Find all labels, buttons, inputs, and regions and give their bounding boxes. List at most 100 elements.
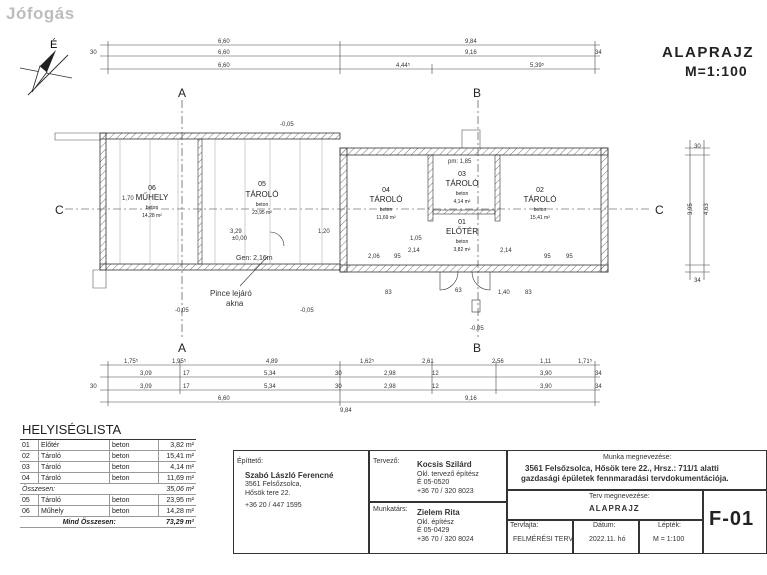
svg-text:3,09: 3,09 bbox=[140, 371, 152, 377]
side-dim-labels: 30 3,95 4,63 34 bbox=[688, 144, 710, 284]
watermark-logo: Jófogás bbox=[6, 4, 75, 23]
pince-leader bbox=[239, 255, 269, 287]
svg-text:02: 02 bbox=[536, 187, 544, 194]
svg-text:6,60: 6,60 bbox=[218, 50, 230, 56]
svg-text:03: 03 bbox=[458, 171, 466, 178]
svg-text:3,09: 3,09 bbox=[140, 384, 152, 390]
svg-text:3,82 m²: 3,82 m² bbox=[454, 247, 471, 253]
svg-text:23,95 m²: 23,95 m² bbox=[252, 210, 272, 216]
svg-text:TÁROLÓ: TÁROLÓ bbox=[246, 190, 279, 199]
left-building-grid bbox=[119, 139, 323, 264]
svg-text:-0,05: -0,05 bbox=[175, 308, 189, 314]
svg-text:1,62⁵: 1,62⁵ bbox=[360, 358, 375, 365]
side-dimensions bbox=[685, 140, 710, 280]
svg-text:15,41 m²: 15,41 m² bbox=[530, 215, 550, 221]
svg-text:3,95: 3,95 bbox=[688, 203, 694, 215]
svg-text:beton: beton bbox=[380, 207, 393, 213]
svg-text:beton: beton bbox=[534, 207, 547, 213]
designer-cell bbox=[369, 450, 507, 502]
svg-text:2,06: 2,06 bbox=[368, 254, 380, 260]
svg-text:3,90: 3,90 bbox=[540, 371, 552, 377]
svg-text:1,71⁵: 1,71⁵ bbox=[578, 358, 593, 365]
svg-text:34: 34 bbox=[595, 371, 602, 377]
svg-text:6,60: 6,60 bbox=[218, 63, 230, 69]
svg-text:34: 34 bbox=[595, 50, 602, 56]
room-06-label: 06 MŰHELY beton 14,28 m² bbox=[136, 185, 169, 219]
svg-text:2,61: 2,61 bbox=[422, 359, 434, 365]
svg-text:±0,00: ±0,00 bbox=[232, 236, 248, 242]
svg-text:95: 95 bbox=[566, 254, 573, 260]
top-dimensions bbox=[100, 41, 600, 74]
date-cell bbox=[573, 520, 639, 554]
svg-text:MŰHELY: MŰHELY bbox=[136, 193, 169, 202]
subtotal-row: Összesen:35,06 m² bbox=[20, 483, 196, 495]
svg-text:4,44⁵: 4,44⁵ bbox=[396, 62, 411, 69]
room-05-label: 05 TÁROLÓ beton 23,95 m² bbox=[246, 181, 279, 216]
svg-text:Gen: 2,16m: Gen: 2,16m bbox=[236, 255, 273, 262]
svg-text:-0,05: -0,05 bbox=[470, 326, 484, 332]
room-02-label: 02 TÁROLÓ beton 15,41 m² bbox=[524, 187, 557, 221]
drawing-code: F-01 bbox=[709, 508, 755, 530]
svg-text:9,84: 9,84 bbox=[465, 39, 477, 45]
door-swings bbox=[269, 231, 491, 313]
svg-text:4,63: 4,63 bbox=[704, 203, 710, 215]
svg-text:2,14: 2,14 bbox=[408, 248, 420, 254]
svg-text:30: 30 bbox=[335, 371, 342, 377]
svg-text:2,98: 2,98 bbox=[384, 384, 396, 390]
svg-text:34: 34 bbox=[595, 384, 602, 390]
scale-cell bbox=[639, 520, 703, 554]
svg-text:63: 63 bbox=[455, 288, 462, 294]
svg-text:B: B bbox=[473, 86, 481, 100]
room-list-title: HELYISÉGLISTA bbox=[20, 420, 196, 440]
svg-text:6,60: 6,60 bbox=[218, 39, 230, 45]
pince-note-2: akna bbox=[226, 299, 244, 308]
svg-text:beton: beton bbox=[456, 239, 469, 245]
plan-name-cell bbox=[507, 490, 703, 520]
svg-text:1,05: 1,05 bbox=[410, 236, 422, 242]
section-markers: A A B B C C bbox=[55, 86, 664, 355]
svg-text:C: C bbox=[655, 203, 664, 217]
svg-text:A: A bbox=[178, 86, 186, 100]
svg-text:6,60: 6,60 bbox=[218, 396, 230, 402]
svg-text:95: 95 bbox=[544, 254, 551, 260]
drawing-title: ALAPRAJZ bbox=[662, 44, 755, 61]
svg-text:95: 95 bbox=[394, 254, 401, 260]
bottom-dim-labels: 1,75⁵ 1,95⁵ 4,89 1,62⁵ 2,61 2,56 1,11 1,… bbox=[90, 358, 602, 414]
svg-text:5,34: 5,34 bbox=[264, 384, 276, 390]
total-row: Mind Összesen:73,29 m² bbox=[20, 516, 196, 528]
svg-text:beton: beton bbox=[456, 191, 469, 197]
plan-type-cell bbox=[507, 520, 573, 554]
svg-text:06: 06 bbox=[148, 185, 156, 192]
svg-text:5,34: 5,34 bbox=[264, 371, 276, 377]
right-building-walls bbox=[339, 129, 609, 273]
svg-text:A: A bbox=[178, 341, 186, 355]
room-04-label: 04 TÁROLÓ beton 11,69 m² bbox=[370, 187, 403, 221]
svg-text:30: 30 bbox=[90, 384, 97, 390]
svg-text:17: 17 bbox=[183, 371, 190, 377]
svg-text:2,56: 2,56 bbox=[492, 359, 504, 365]
svg-text:12: 12 bbox=[432, 384, 439, 390]
svg-text:05: 05 bbox=[258, 181, 266, 188]
bottom-dimensions bbox=[100, 361, 600, 406]
title-block: Építtető: Szabó László Ferencné 3561 Fel… bbox=[233, 450, 767, 554]
svg-text:beton: beton bbox=[146, 205, 159, 211]
svg-text:30: 30 bbox=[694, 144, 701, 150]
svg-text:TÁROLÓ: TÁROLÓ bbox=[524, 195, 557, 204]
svg-text:1,70: 1,70 bbox=[122, 196, 134, 202]
north-label: É bbox=[50, 38, 57, 51]
svg-text:3,90: 3,90 bbox=[540, 384, 552, 390]
svg-text:1,75⁵: 1,75⁵ bbox=[124, 358, 139, 365]
left-building-walls bbox=[54, 132, 341, 289]
svg-text:C: C bbox=[55, 203, 64, 217]
svg-text:TÁROLÓ: TÁROLÓ bbox=[370, 195, 403, 204]
svg-text:2,98: 2,98 bbox=[384, 371, 396, 377]
top-dim-labels: 6,60 9,84 30 6,60 9,16 34 6,60 4,44⁵ 5,3… bbox=[90, 39, 602, 69]
svg-text:34: 34 bbox=[694, 278, 701, 284]
svg-text:beton: beton bbox=[256, 202, 269, 208]
